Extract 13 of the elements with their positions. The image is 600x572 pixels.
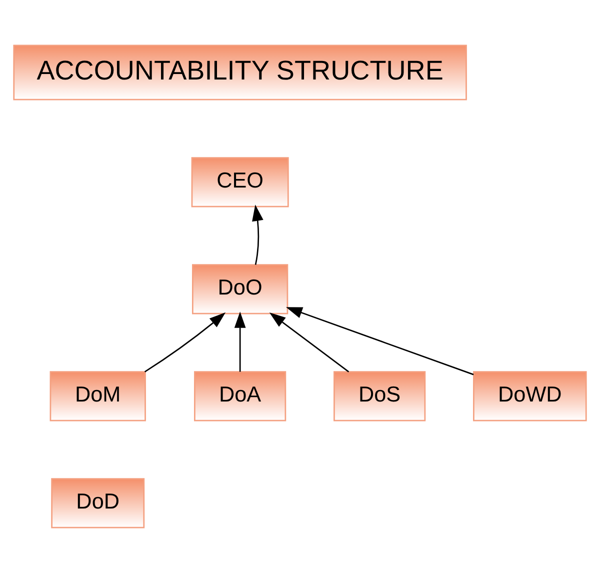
- arrow: [252, 204, 264, 264]
- node-box: DoA: [194, 370, 286, 421]
- node-box: ACCOUNTABILITY STRUCTURE: [13, 44, 467, 100]
- node-box: DoO: [192, 264, 288, 314]
- node-box: DoWD: [473, 370, 587, 421]
- node-box: DoM: [50, 370, 146, 421]
- arrow: [286, 306, 474, 375]
- node-box: DoD: [51, 478, 145, 528]
- node-box: CEO: [191, 156, 289, 207]
- arrow: [269, 312, 350, 372]
- node-box: DoS: [334, 370, 426, 421]
- arrow: [144, 312, 226, 372]
- arrow: [234, 311, 246, 372]
